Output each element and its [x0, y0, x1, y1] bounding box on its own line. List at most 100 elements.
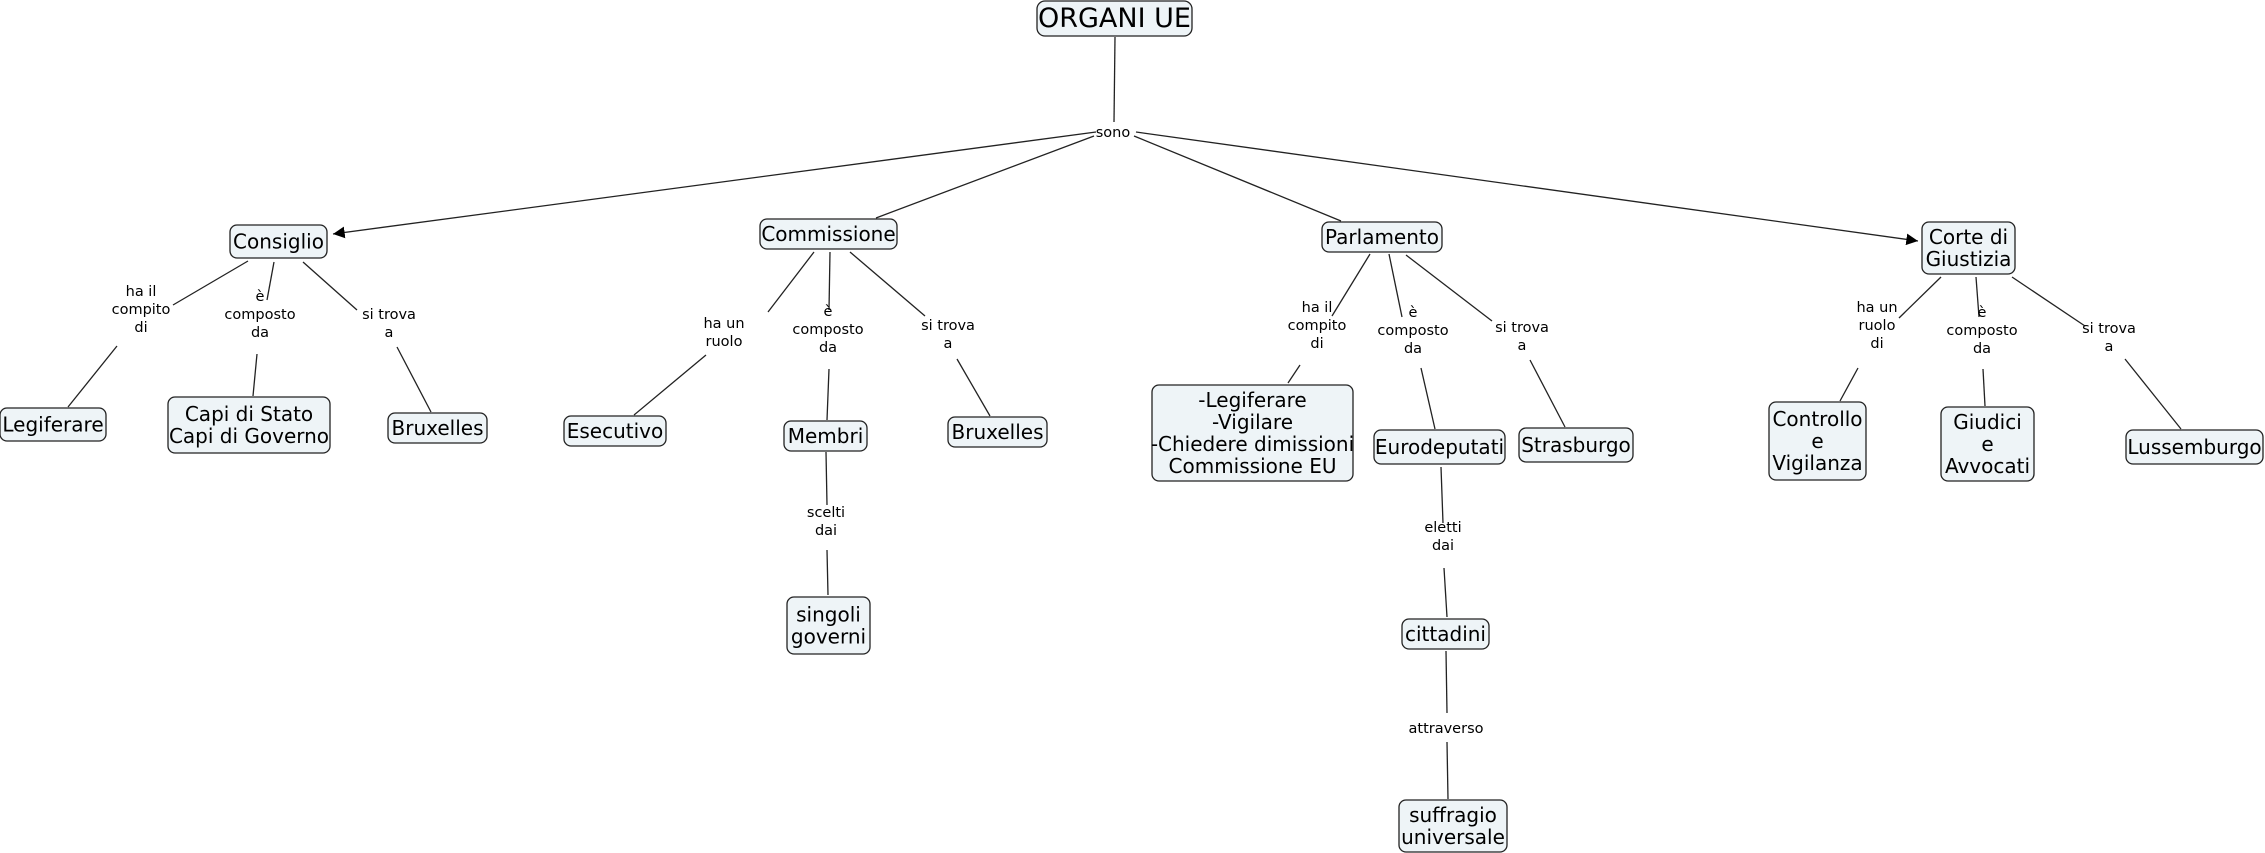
concept-node-consiglio: Consiglio — [229, 224, 328, 259]
connector-line — [1331, 253, 1371, 317]
concept-node-root: ORGANI UE — [1036, 0, 1193, 37]
connector-line — [1440, 466, 1444, 524]
connector-line — [1133, 135, 1342, 222]
concept-node-bruxelles2: Bruxelles — [947, 416, 1048, 448]
connector-line — [1420, 367, 1436, 430]
connector-line — [875, 135, 1095, 219]
node-label: cittadini — [1405, 622, 1486, 646]
connector-line — [1445, 650, 1448, 714]
node-label: Esecutivo — [567, 419, 664, 443]
node-box — [2125, 429, 2264, 465]
node-box — [947, 416, 1048, 448]
node-box — [1373, 429, 1506, 465]
concept-node-lussemburgo: Lussemburgo — [2125, 429, 2264, 465]
node-box — [167, 396, 331, 454]
node-label: Bruxelles — [392, 416, 484, 440]
connector-line — [956, 358, 991, 417]
node-box — [786, 596, 871, 655]
connector-line — [1388, 253, 1403, 318]
node-box — [387, 412, 488, 444]
connector-line — [172, 260, 249, 306]
node-box — [1401, 618, 1490, 650]
node-box — [0, 407, 107, 442]
connector-line — [1839, 367, 1859, 402]
node-label: -Legiferare-Vigilare-Chiedere dimissioni… — [1151, 388, 1354, 478]
connector-line — [2011, 276, 2086, 327]
connector-line — [67, 345, 118, 408]
node-box — [563, 415, 667, 447]
node-box — [229, 224, 328, 259]
node-label: Eurodeputati — [1375, 435, 1504, 459]
concept-node-parlamento: Parlamento — [1321, 221, 1443, 253]
node-box — [1768, 401, 1867, 481]
connector-line — [1405, 254, 1493, 322]
concept-node-compiti-parl: -Legiferare-Vigilare-Chiedere dimissioni… — [1151, 384, 1354, 482]
connector-line — [302, 261, 358, 311]
connector-line — [266, 261, 275, 301]
connector-line — [1443, 567, 1448, 618]
node-label: Commissione — [761, 222, 895, 246]
connector-line — [2124, 358, 2182, 430]
connector-line — [828, 251, 831, 311]
concept-node-legiferare: Legiferare — [0, 407, 107, 442]
node-label: Legiferare — [2, 413, 103, 437]
node-box — [1151, 384, 1354, 482]
node-label: Membri — [788, 424, 864, 448]
node-label: Consiglio — [233, 230, 324, 254]
node-box — [1518, 427, 1634, 463]
connector-line — [1529, 359, 1566, 428]
arrow-connector — [1135, 131, 1919, 246]
connector-line — [1446, 741, 1449, 800]
connector-lines — [67, 36, 2182, 800]
concept-node-cittadini: cittadini — [1401, 618, 1490, 650]
node-box — [759, 218, 898, 250]
concept-node-bruxelles1: Bruxelles — [387, 412, 488, 444]
concept-node-commissione: Commissione — [759, 218, 898, 250]
linking-phrase-citt-attraverso: attraverso — [1409, 721, 1484, 737]
connector-line — [252, 353, 258, 397]
connector-line — [1287, 364, 1301, 384]
concept-node-membri: Membri — [783, 420, 868, 452]
concept-node-esecutivo: Esecutivo — [563, 415, 667, 447]
node-box — [1036, 0, 1193, 37]
node-label: Strasburgo — [1521, 433, 1631, 457]
node-box — [783, 420, 868, 452]
connector-line — [849, 251, 926, 317]
connector-line — [1975, 276, 1980, 318]
connector-line — [1982, 368, 1986, 407]
node-box — [1321, 221, 1443, 253]
node-box — [1398, 799, 1508, 853]
concept-node-eurodeputati: Eurodeputati — [1373, 429, 1506, 465]
connector-line — [633, 354, 707, 416]
concept-node-strasburgo: Strasburgo — [1518, 427, 1634, 463]
linking-phrase-sono: sono — [1096, 125, 1131, 141]
connector-line — [767, 251, 815, 313]
connector-line — [826, 549, 829, 596]
connector-line — [1898, 276, 1942, 319]
node-box — [1921, 221, 2016, 275]
node-label: Parlamento — [1325, 225, 1439, 249]
